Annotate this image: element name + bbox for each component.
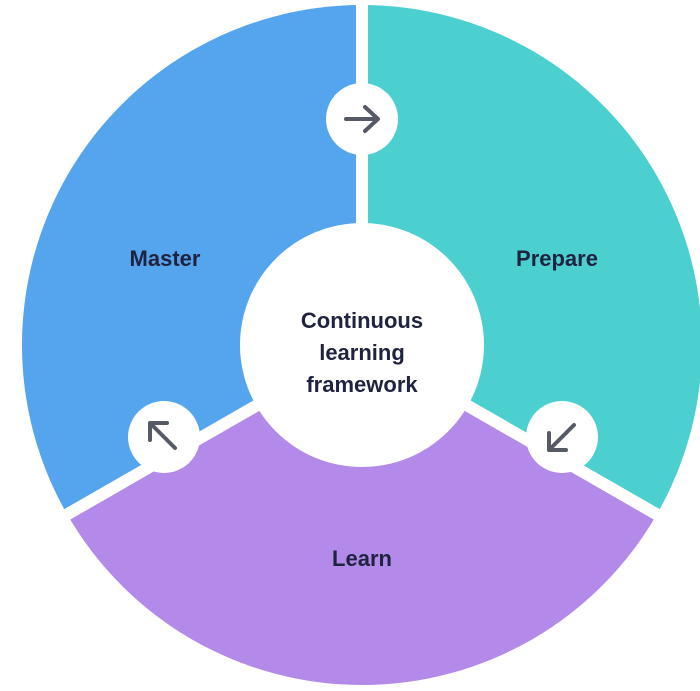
center-label-line-3: framework <box>306 372 418 397</box>
center-label-line-2: learning <box>319 340 405 365</box>
prepare-label: Prepare <box>516 246 598 271</box>
arrow-right-icon <box>326 83 398 155</box>
learn-label: Learn <box>332 546 392 571</box>
master-label: Master <box>130 246 201 271</box>
arrow-up-left-icon <box>128 401 200 473</box>
arrow-down-left-icon <box>526 401 598 473</box>
center-label-line-1: Continuous <box>301 308 423 333</box>
center-hub <box>240 223 484 467</box>
